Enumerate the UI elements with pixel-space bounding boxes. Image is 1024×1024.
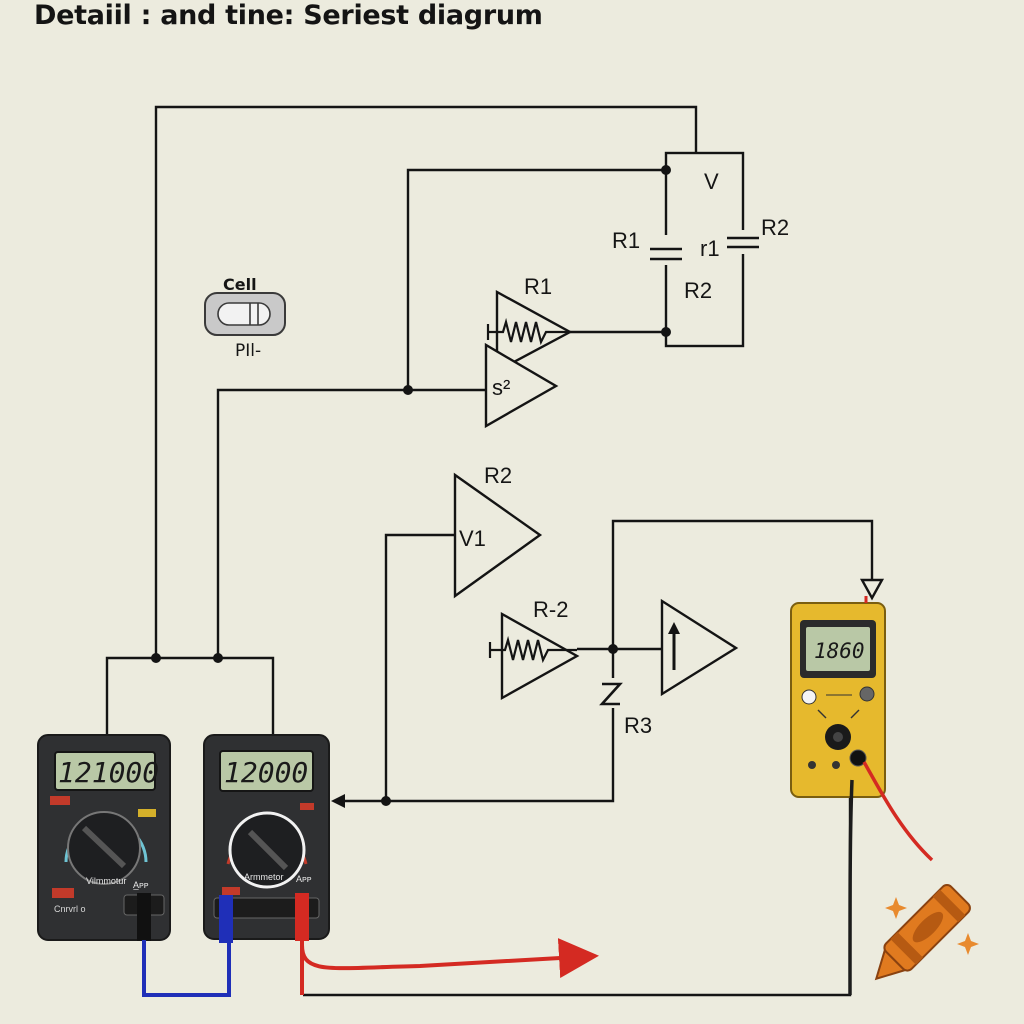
meter-yellow-jack[interactable] [849, 749, 867, 767]
label-r1-lower: r1 [700, 236, 720, 261]
label-r-minus-2: R-2 [533, 597, 568, 622]
meter-left: 121000 Vilmmotur A̲ᴘᴘ Cnrvrl o [37, 734, 171, 941]
cell-subtitle: PIl- [235, 341, 261, 361]
cell-battery-icon: Cell PIl- [204, 275, 286, 361]
wire-v1-feed [345, 533, 455, 803]
sparkle-icon [957, 933, 979, 955]
amp-r1 [486, 289, 573, 374]
wire-r3-return [386, 705, 615, 803]
wire-meter-bus [105, 656, 275, 735]
meter-left-bottom-label: Cnrvrl o [54, 904, 86, 914]
meter-yellow-display [806, 627, 870, 671]
red-lead [300, 940, 595, 995]
red-lead-yellow [862, 761, 934, 862]
amp-r-minus-2 [488, 611, 580, 701]
label-r2: R2 [761, 215, 789, 240]
label-r2-inner: R2 [684, 278, 712, 303]
meter-left-reading: 121000 [58, 756, 159, 789]
label-v: V [704, 169, 719, 194]
capacitor-r1 [650, 235, 682, 265]
arrow-icon [331, 794, 345, 808]
capacitor-r2 [727, 230, 759, 254]
black-lead [848, 779, 854, 996]
wire-v-node [406, 168, 666, 390]
meter-middle-display [219, 750, 314, 792]
amp-s2 [484, 342, 559, 429]
wire-to-yellow [611, 519, 874, 680]
blue-lead [142, 940, 231, 997]
label-r3: R3 [624, 713, 652, 738]
resistor-r3 [599, 678, 623, 708]
meter-yellow: 1860 [790, 596, 886, 798]
sparkle-icon [885, 897, 907, 919]
meter-middle-brand: Armmetor [244, 872, 284, 882]
wire-to-s2 [216, 388, 486, 658]
label-v1: V1 [459, 526, 486, 551]
meter-left-brand: Vilmmotur [86, 876, 126, 886]
label-r2-mid: R2 [484, 463, 512, 488]
meter-middle: 12000 Armmetor Aᴘᴘ [203, 734, 330, 943]
wire-outer-loop [154, 105, 698, 658]
junction-dots [151, 165, 671, 806]
meter-middle-blue-probe[interactable] [219, 895, 233, 943]
amp-right [660, 598, 739, 697]
meter-left-display [54, 751, 156, 791]
meter-middle-reading: 12000 [224, 756, 308, 789]
label-r1: R1 [612, 228, 640, 253]
label-r1-amp: R1 [524, 274, 552, 299]
meter-yellow-reading: 1860 [814, 639, 865, 663]
amp-v1 [453, 472, 543, 599]
cell-title: Cell [223, 275, 257, 294]
meter-middle-red-probe[interactable] [295, 893, 309, 941]
meter-middle-port-label: Aᴘᴘ [296, 874, 312, 884]
meter-left-port-label: A̲ᴘᴘ [133, 880, 149, 890]
wire-bottom-return [303, 780, 852, 997]
page-title: Detaiil : and tine: Seriest diagrum [34, 0, 543, 31]
crayon-icon [874, 884, 971, 981]
arrow-icon [859, 578, 885, 601]
meter-left-black-probe[interactable] [137, 893, 151, 941]
label-s2: s² [492, 375, 510, 400]
